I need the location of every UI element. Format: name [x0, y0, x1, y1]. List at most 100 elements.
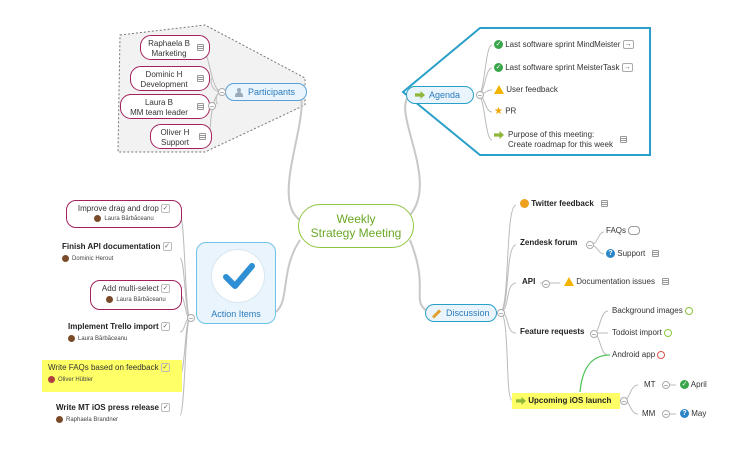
smiley-icon: [520, 199, 529, 209]
discussion-zendesk[interactable]: Zendesk forum: [520, 238, 577, 247]
participant-raphaela[interactable]: Raphaela B Marketing: [140, 35, 210, 60]
participant-oliver[interactable]: Oliver H Support: [150, 124, 212, 149]
note-icon[interactable]: [197, 74, 204, 82]
check-icon[interactable]: ✓: [161, 403, 171, 413]
participants-collapse-toggle[interactable]: –: [218, 88, 226, 96]
participants-topic[interactable]: Participants: [225, 83, 307, 101]
action-item-owner: Laura Bărbăceanu: [78, 336, 128, 343]
check-icon: ✓: [680, 380, 689, 390]
check-icon[interactable]: ✓: [160, 322, 170, 332]
twitter-label: Twitter feedback: [531, 199, 594, 208]
participant-role: Support: [160, 138, 190, 147]
ios-april[interactable]: ✓ April: [680, 380, 707, 390]
doc-issues-label: Documentation issues: [576, 277, 655, 286]
support-label: Support: [617, 249, 646, 258]
participant-dominic[interactable]: Dominic H Development: [130, 66, 210, 91]
agenda-item-meistertask[interactable]: ✓ Last software sprint MeisterTask →: [494, 63, 633, 73]
feature-background-images[interactable]: Background images: [612, 306, 693, 315]
feature-collapse-toggle[interactable]: –: [590, 330, 598, 338]
center-topic-line1: Weekly: [336, 212, 376, 226]
participant-name: Oliver H: [160, 128, 190, 137]
participant-name: Laura B: [144, 98, 174, 107]
star-icon: ★: [494, 106, 503, 117]
discussion-ios-launch[interactable]: Upcoming iOS launch: [512, 393, 620, 409]
agenda-item-feedback[interactable]: User feedback: [494, 85, 558, 95]
action-item-trello[interactable]: Implement Trello import ✓ Laura Bărbăcea…: [68, 322, 182, 342]
discussion-collapse-toggle[interactable]: –: [497, 309, 505, 317]
link-icon[interactable]: [628, 226, 641, 236]
mt-collapse-toggle[interactable]: –: [662, 381, 670, 389]
link-arrow-icon[interactable]: →: [622, 40, 634, 50]
agenda-item-text: Last software sprint MeisterTask: [505, 63, 620, 72]
discussion-twitter[interactable]: Twitter feedback: [520, 199, 608, 209]
ios-may[interactable]: ? May: [680, 409, 706, 419]
feature-todoist[interactable]: Todoist import: [612, 328, 673, 337]
check-icon[interactable]: ✓: [162, 242, 172, 252]
zendesk-support[interactable]: ? Support: [606, 249, 660, 259]
action-item-multi-select[interactable]: Add multi-select ✓ Laura Bărbăceanu: [90, 280, 182, 310]
agenda-item-text: Last software sprint MindMeister: [505, 40, 621, 49]
note-icon[interactable]: [197, 102, 204, 110]
note-icon[interactable]: [199, 132, 206, 140]
avatar: [62, 255, 69, 263]
zendesk-collapse-toggle[interactable]: –: [586, 241, 594, 249]
note-icon[interactable]: [661, 277, 669, 285]
mm-label: MM: [642, 409, 656, 418]
discussion-feature-requests[interactable]: Feature requests: [520, 327, 584, 336]
warning-icon: [564, 277, 574, 287]
ios-launch-label: Upcoming iOS launch: [528, 396, 612, 405]
discussion-topic[interactable]: Discussion: [425, 304, 497, 322]
mm-collapse-toggle[interactable]: –: [662, 410, 670, 418]
agenda-item-pr[interactable]: ★ PR: [494, 106, 516, 117]
action-item-title: Improve drag and drop: [77, 204, 159, 213]
laura-collapse-toggle[interactable]: –: [208, 102, 216, 110]
participant-laura[interactable]: Laura B MM team leader: [120, 94, 210, 119]
zendesk-faqs[interactable]: FAQs: [606, 226, 641, 236]
avatar: [94, 215, 102, 223]
action-item-api-doc[interactable]: Finish API documentation ✓ Dominic Herou…: [62, 242, 182, 262]
action-items-collapse-toggle[interactable]: –: [187, 314, 195, 322]
note-icon[interactable]: [652, 249, 660, 257]
action-item-title: Write MT iOS press release: [56, 403, 160, 412]
discussion-api[interactable]: API: [522, 277, 535, 286]
checkmark-icon: [211, 249, 265, 303]
ios-collapse-toggle[interactable]: –: [620, 397, 628, 405]
feature-android[interactable]: Android app: [612, 350, 666, 359]
check-icon: ✓: [494, 40, 503, 50]
ios-mt[interactable]: MT: [644, 380, 656, 389]
action-item-owner: Oliver Hübler: [58, 377, 94, 384]
note-icon[interactable]: [619, 136, 627, 143]
action-item-press-release[interactable]: Write MT iOS press release ✓ Raphaela Br…: [56, 403, 182, 423]
agenda-item-purpose[interactable]: Purpose of this meeting: Create roadmap …: [494, 130, 627, 150]
agenda-item-text: User feedback: [506, 85, 558, 94]
action-item-drag-drop[interactable]: Improve drag and drop ✓ Laura Bărbăceanu: [66, 200, 182, 228]
action-items-label: Action Items: [211, 309, 261, 319]
check-icon[interactable]: ✓: [161, 284, 171, 294]
participant-role: Marketing: [151, 49, 187, 58]
agenda-label: Agenda: [429, 90, 461, 100]
person-icon: [235, 88, 243, 97]
participant-role: Development: [140, 80, 188, 89]
agenda-item-mindmeister[interactable]: ✓ Last software sprint MindMeister →: [494, 40, 634, 50]
ios-mm[interactable]: MM: [642, 409, 655, 418]
api-doc-issues[interactable]: Documentation issues: [564, 277, 669, 287]
zendesk-label: Zendesk forum: [520, 238, 578, 247]
api-label: API: [522, 277, 536, 286]
check-icon[interactable]: ✓: [160, 363, 170, 373]
action-item-write-faqs[interactable]: Write FAQs based on feedback ✓ Oliver Hü…: [42, 360, 182, 392]
agenda-item-text: Purpose of this meeting:: [508, 130, 595, 139]
api-collapse-toggle[interactable]: –: [542, 280, 550, 288]
note-icon[interactable]: [600, 199, 608, 207]
participant-name: Raphaela B: [148, 39, 190, 48]
link-arrow-icon[interactable]: →: [621, 63, 633, 73]
agenda-topic[interactable]: Agenda: [406, 86, 474, 104]
center-topic[interactable]: Weekly Strategy Meeting: [298, 204, 414, 248]
check-icon[interactable]: ✓: [161, 204, 171, 214]
action-items-topic[interactable]: Action Items: [196, 242, 276, 324]
android-label: Android app: [612, 350, 656, 359]
center-topic-line2: Strategy Meeting: [310, 226, 402, 240]
agenda-collapse-toggle[interactable]: –: [476, 91, 484, 99]
note-icon[interactable]: [197, 43, 204, 51]
discussion-label: Discussion: [446, 308, 490, 318]
